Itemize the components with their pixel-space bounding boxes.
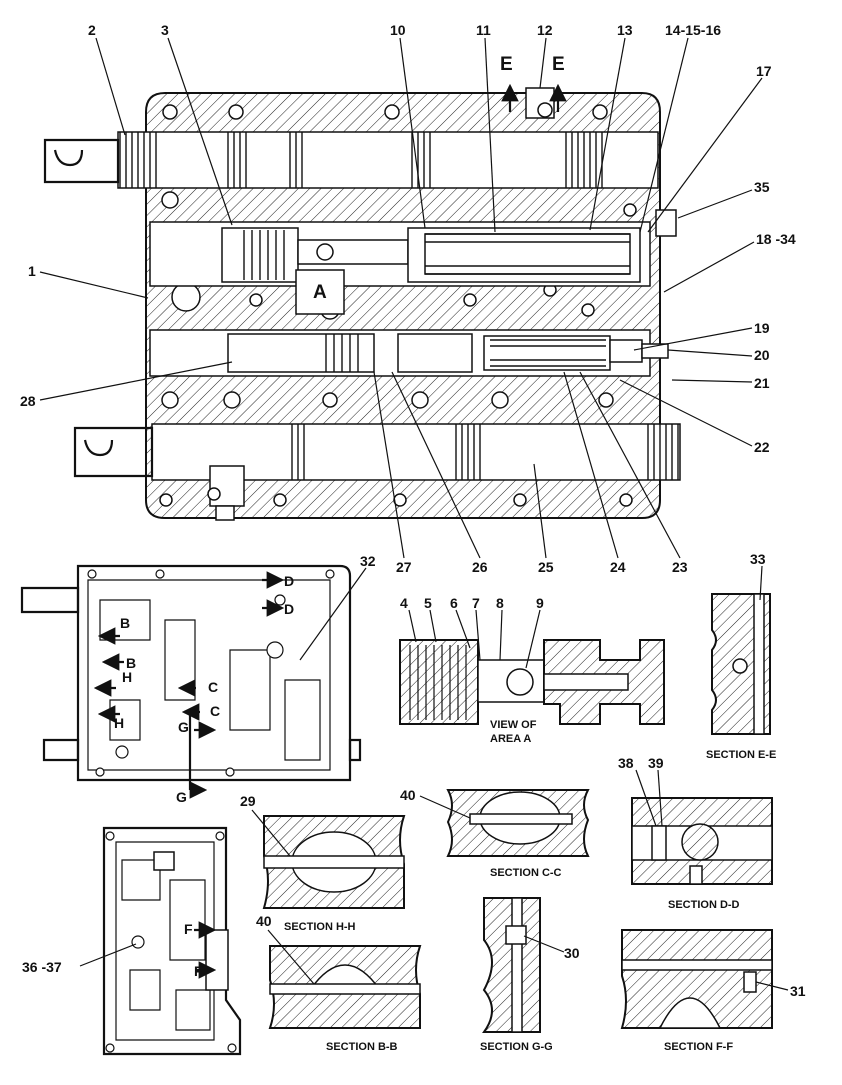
main-body-markers: A E E	[313, 54, 565, 303]
main-leader-lines	[39, 37, 763, 559]
marker-h-bottom: H	[114, 715, 124, 731]
lower-plate-markers: F F 36 -37	[22, 921, 203, 979]
section-e-e: 33 SECTION E-E	[706, 551, 776, 761]
callout-28: 28	[20, 393, 36, 409]
section-f-f-caption: SECTION F-F	[664, 1041, 733, 1053]
callout-6: 6	[450, 595, 458, 611]
section-c-c: 40 SECTION C-C	[400, 787, 590, 879]
callout-29: 29	[240, 793, 256, 809]
callout-27: 27	[396, 559, 412, 575]
section-f-f: 31 SECTION F-F	[620, 929, 806, 1053]
marker-g-top: G	[178, 719, 189, 735]
section-b-b: 40 SECTION B-B	[256, 913, 422, 1053]
callout-18-34: 18 -34	[756, 231, 796, 247]
marker-d-bottom: D	[284, 601, 294, 617]
callout-17: 17	[756, 63, 772, 79]
callout-26: 26	[472, 559, 488, 575]
callout-39: 39	[648, 755, 664, 771]
marker-f-top: F	[184, 921, 193, 937]
callout-24: 24	[610, 559, 626, 575]
callout-30: 30	[564, 945, 580, 961]
callout-12: 12	[537, 22, 553, 38]
callout-25: 25	[538, 559, 554, 575]
callout-36-37: 36 -37	[22, 959, 62, 975]
callout-4: 4	[400, 595, 408, 611]
callout-10: 10	[390, 22, 406, 38]
marker-g-bottom: G	[176, 789, 187, 805]
section-d-d: 38 39 SECTION D-D	[618, 755, 773, 911]
area-a-marker: A	[313, 282, 327, 303]
callout-1: 1	[28, 263, 36, 279]
callout-7: 7	[472, 595, 480, 611]
section-h-h-caption: SECTION H-H	[284, 921, 356, 933]
section-g-g-caption: SECTION G-G	[480, 1041, 553, 1053]
callout-9: 9	[536, 595, 544, 611]
valve-plate-top-view	[20, 564, 367, 799]
section-b-b-caption: SECTION B-B	[326, 1041, 398, 1053]
callout-40-section-c: 40	[400, 787, 416, 803]
callout-22: 22	[754, 439, 770, 455]
callout-23: 23	[672, 559, 688, 575]
callout-2: 2	[88, 22, 96, 38]
section-e-marker-right: E	[552, 54, 565, 75]
callout-19: 19	[754, 320, 770, 336]
section-e-e-caption: SECTION E-E	[706, 749, 776, 761]
callout-31: 31	[790, 983, 806, 999]
callout-5: 5	[424, 595, 432, 611]
callout-20: 20	[754, 347, 770, 363]
lower-valve-plate-view	[79, 826, 242, 1056]
callout-35: 35	[754, 179, 770, 195]
marker-c-bottom: C	[210, 703, 220, 719]
section-h-h: 29 SECTION H-H	[240, 793, 406, 933]
callout-13: 13	[617, 22, 633, 38]
section-e-marker-left: E	[500, 54, 513, 75]
marker-c-top: C	[208, 679, 218, 695]
valve-plate-markers: D D B B H H C C G G 32	[114, 553, 376, 805]
marker-f-bottom: F	[194, 963, 203, 979]
main-callouts: 2 3 10 11 12 13 14-15-16 17 35 18 -34 1 …	[20, 22, 796, 575]
marker-b-bottom: B	[126, 655, 136, 671]
section-d-d-caption: SECTION D-D	[668, 899, 740, 911]
section-c-c-caption: SECTION C-C	[490, 867, 562, 879]
callout-38: 38	[618, 755, 634, 771]
marker-b-top: B	[120, 615, 130, 631]
marker-d-top: D	[284, 573, 294, 589]
callout-8: 8	[496, 595, 504, 611]
callout-40-section-b: 40	[256, 913, 272, 929]
marker-h-top: H	[122, 669, 132, 685]
callout-3: 3	[161, 22, 169, 38]
callout-21: 21	[754, 375, 770, 391]
view-of-area-a-caption-1: VIEW OF	[490, 719, 537, 731]
section-g-g: 30 SECTION G-G	[480, 897, 580, 1053]
area-a-callouts: 4 5 6 7 8 9 VIEW OF AREA A	[400, 595, 544, 745]
view-of-area-a	[399, 609, 665, 725]
main-valve-body	[43, 83, 681, 521]
callout-14-15-16: 14-15-16	[665, 22, 721, 38]
view-of-area-a-caption-2: AREA A	[490, 733, 531, 745]
callout-11: 11	[476, 22, 491, 38]
callout-33: 33	[750, 551, 766, 567]
callout-32: 32	[360, 553, 376, 569]
